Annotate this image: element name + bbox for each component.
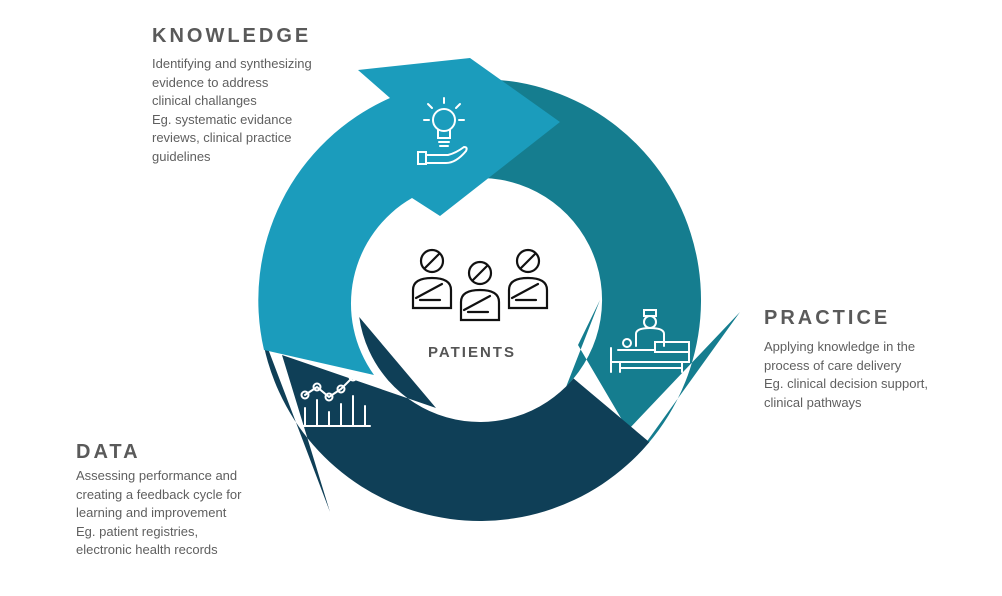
- patients-label: PATIENTS: [428, 344, 516, 361]
- bar-line-chart-icon: [299, 372, 371, 427]
- desc-line: process of care delivery: [764, 357, 902, 373]
- lightbulb-hand-icon: [417, 97, 468, 165]
- data-description: Assessing performance and creating a fee…: [76, 467, 241, 560]
- desc-line: clinical challanges: [152, 93, 257, 108]
- knowledge-title: KNOWLEDGE: [152, 25, 312, 47]
- desc-line: Assessing performance and: [76, 468, 238, 483]
- desc-line: Applying knowledge in the: [764, 339, 916, 354]
- practice-description: Applying knowledge in the process of car…: [764, 338, 928, 412]
- desc-line: Eg. clinical decision support,: [764, 376, 929, 391]
- desc-line: guidelines: [152, 148, 211, 164]
- practice-title: PRACTICE: [764, 307, 891, 329]
- desc-line: Eg. patient registries,: [76, 523, 199, 539]
- desc-line: electronic health records: [76, 542, 218, 557]
- data-arrow: [261, 317, 650, 521]
- desc-line: learning and improvement: [76, 505, 227, 520]
- desc-line: Eg. systematic evidance: [152, 111, 293, 127]
- data-title: DATA: [76, 441, 141, 463]
- desc-line: creating a feedback cycle for: [76, 486, 242, 502]
- knowledge-description: Identifying and synthesizing evidence to…: [152, 55, 312, 166]
- patients-icon: [411, 248, 549, 322]
- desc-line: clinical pathways: [764, 394, 862, 410]
- knowledge-arrow: [258, 58, 560, 375]
- desc-line: Identifying and synthesizing: [152, 56, 312, 71]
- doctor-patient-bed-icon: [610, 309, 690, 373]
- desc-line: reviews, clinical practice: [152, 130, 292, 145]
- desc-line: evidence to address: [152, 74, 269, 90]
